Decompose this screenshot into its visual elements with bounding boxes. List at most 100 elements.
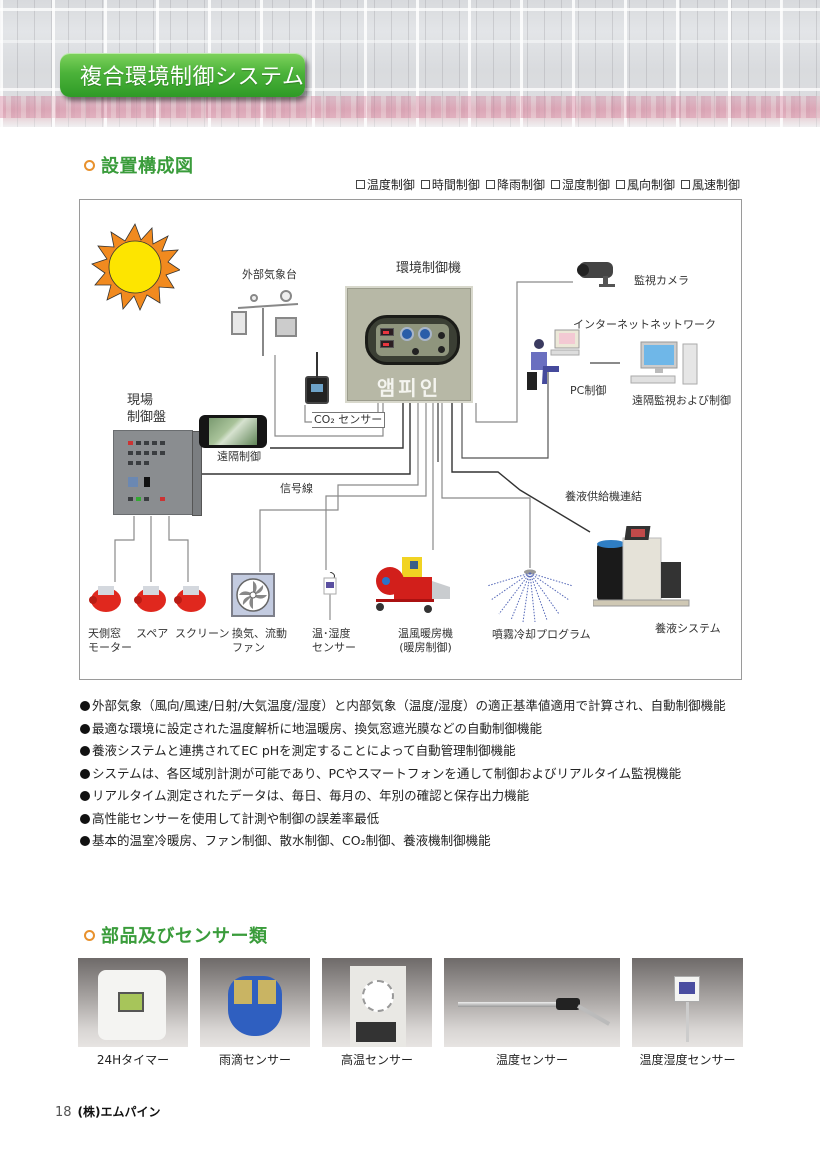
greenhouse-beam (0, 8, 820, 11)
knob-icon (438, 346, 445, 353)
controller-brand: 앰피인 (376, 376, 442, 400)
bullet-icon (80, 701, 90, 711)
display-icon (380, 328, 394, 336)
device-label: スペア (136, 627, 169, 640)
feature-list: 外部気象（風向/風速/日射/大気温度/湿度）と内部気象（温度/湿度）の適正基準値… (80, 695, 760, 853)
knob-icon (412, 348, 419, 355)
feature-item: 基本的温室冷暖房、ファン制御、散水制御、CO₂制御、養液機制御機能 (80, 830, 760, 853)
bullet-icon (80, 768, 90, 779)
page-number: 18 (55, 1105, 72, 1120)
section-title: 部品及びセンサー類 (101, 926, 268, 947)
motor-icon (134, 586, 166, 612)
weather-station-icon (231, 290, 299, 356)
ventilation-fan-icon (231, 573, 275, 617)
checkbox-icon (355, 180, 365, 189)
checklist-item: 温度制御 (355, 176, 415, 193)
security-camera-icon (577, 262, 615, 287)
hot-air-heater-icon (376, 557, 450, 613)
circle-bullet-icon (84, 929, 95, 941)
section-title: 設置構成図 (101, 156, 194, 177)
controller-label: 環境制御機 (396, 261, 462, 276)
checklist-item: 湿度制御 (550, 176, 610, 193)
device-label: 換気、流動ファン (232, 627, 287, 654)
bullet-icon (80, 746, 90, 756)
checkbox-icon (485, 180, 495, 189)
co2-sensor-label: CO₂ センサー (312, 412, 386, 428)
nutrient-system-icon (593, 526, 690, 607)
page-footer: 18 (株)エムパイン (55, 1103, 161, 1120)
device-label: 天側窓モーター (88, 627, 132, 654)
greenhouse-beam (0, 40, 820, 43)
remote-monitor-label: 遠隔監視および制御 (632, 394, 731, 407)
wiring-lines (114, 281, 620, 582)
header-banner: 複合環境制御システム (0, 0, 820, 127)
bullet-icon (80, 813, 90, 824)
device-label: 温･湿度センサー (312, 627, 356, 654)
device-label: 噴霧冷却プログラム (492, 628, 591, 641)
page-title: 複合環境制御システム (80, 65, 305, 90)
part-card-timer: 24Hタイマー (78, 958, 188, 1068)
section-heading-parts: 部品及びセンサー類 (84, 922, 268, 948)
temp-humidity-sensor-icon (323, 572, 337, 620)
camera-label: 監視カメラ (634, 274, 689, 287)
controller-front-panel (365, 315, 460, 365)
bullet-icon (80, 723, 90, 734)
part-card-temp-sensor: 温度センサー (444, 958, 620, 1068)
rain-sensor-image (200, 958, 310, 1047)
greenhouse-flowers (0, 96, 820, 118)
temp-sensor-image (444, 958, 620, 1047)
nutrient-link-label: 養液供給機連結 (565, 490, 642, 503)
feature-item: 養液システムと連携されてEC pHを測定することによって自動管理制御機能 (80, 740, 760, 763)
internet-label: インターネットネットワーク (573, 318, 716, 331)
feature-item: 最適な環境に設定された温度解析に地温暖房、換気窓遮光膜などの自動制御機能 (80, 718, 760, 741)
circle-bullet-icon (84, 159, 95, 171)
control-checklist: 温度制御 時間制御 降雨制御 湿度制御 風向制御 風速制御 (355, 176, 740, 193)
knob-icon (438, 332, 445, 339)
signal-line-label: 信号線 (280, 482, 313, 495)
field-control-panel-icon (113, 430, 202, 516)
dial-icon (400, 327, 414, 341)
smartphone-icon (199, 415, 267, 448)
checkbox-icon (550, 180, 560, 189)
page-title-badge: 複合環境制御システム (60, 53, 305, 97)
checklist-item: 降雨制御 (485, 176, 545, 193)
environment-controller-unit: 앰피인 (345, 286, 473, 403)
section-heading-layout: 設置構成図 (84, 152, 194, 178)
device-label: スクリーン (175, 627, 230, 640)
timer-image (78, 958, 188, 1047)
motor-icon (89, 586, 121, 612)
co2-sensor-icon (305, 352, 329, 404)
display-icon (380, 340, 394, 348)
weather-station-label: 外部気象台 (242, 268, 297, 281)
feature-item: 高性能センサーを使用して計測や制御の誤差率最低 (80, 808, 760, 831)
field-panel-label: 現場 制御盤 (127, 393, 167, 425)
checklist-item: 風速制御 (680, 176, 740, 193)
bullet-icon (80, 791, 90, 801)
installation-diagram: 外部気象台 環境制御機 앰피인 CO₂ センサー 現場 (79, 199, 742, 680)
company-name: (株)エムパイン (77, 1105, 161, 1119)
feature-item: リアルタイム測定されたデータは、毎日、毎月の、年別の確認と保存出力機能 (80, 785, 760, 808)
remote-control-label: 遠隔制御 (217, 450, 261, 463)
mist-spray-icon (486, 569, 574, 623)
motor-icon (174, 586, 206, 612)
part-card-temp-humidity-sensor: 温度湿度センサー (632, 958, 743, 1068)
checkbox-icon (615, 180, 625, 189)
high-temp-sensor-image (322, 958, 432, 1047)
desktop-computer-icon (630, 341, 698, 385)
pc-control-label: PC制御 (570, 384, 607, 397)
sun-icon (91, 223, 180, 311)
device-label: 温風暖房機(暖房制御) (398, 627, 453, 654)
pc-operator-icon (527, 329, 580, 390)
temp-humidity-sensor-image (632, 958, 743, 1047)
greenhouse-beam (0, 88, 820, 91)
checklist-item: 時間制御 (420, 176, 480, 193)
part-card-high-temp-sensor: 高温センサー (322, 958, 432, 1068)
bullet-icon (80, 836, 90, 846)
checklist-item: 風向制御 (615, 176, 675, 193)
checkbox-icon (420, 180, 430, 189)
device-label: 養液システム (655, 622, 721, 635)
feature-item: 外部気象（風向/風速/日射/大気温度/湿度）と内部気象（温度/湿度）の適正基準値… (80, 695, 760, 718)
feature-item: システムは、各区域別計測が可能であり、PCやスマートフォンを通して制御およびリア… (80, 763, 760, 786)
parts-gallery: 24Hタイマー 雨滴センサー 高温センサー 温度センサー 温度湿度センサ (78, 958, 743, 1068)
dial-icon (418, 327, 432, 341)
